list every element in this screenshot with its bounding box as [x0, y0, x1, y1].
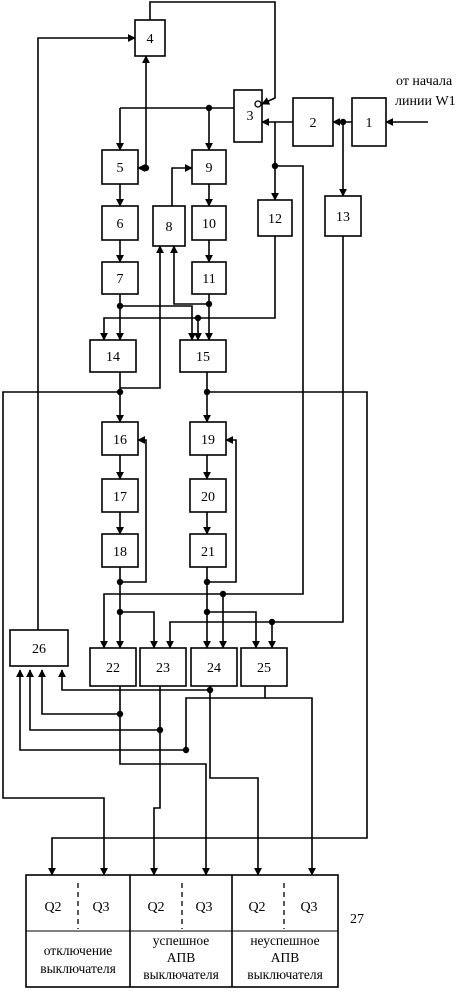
block-2: 2 [292, 97, 334, 147]
block-23-label: 23 [156, 661, 170, 676]
contact-q3-unsuccessful: Q3 [300, 900, 317, 915]
inverted-input-marker [254, 100, 262, 108]
block-12: 12 [257, 199, 293, 237]
block-24-label: 24 [207, 661, 221, 676]
connection-lines [2, 1, 428, 876]
block-21: 21 [189, 533, 227, 568]
contact-q3-disconnect: Q3 [92, 900, 109, 915]
block-12-label: 12 [268, 212, 282, 227]
block-9: 9 [191, 149, 227, 185]
panel-number: 27 [350, 912, 364, 927]
block-15: 15 [179, 339, 227, 373]
block-10: 10 [191, 205, 227, 241]
block-5-label: 5 [117, 161, 124, 176]
block-4-label: 4 [147, 32, 154, 47]
output-panel-27: Q2 Q3 Q2 Q3 Q2 Q3 отключение выключателя… [25, 874, 339, 988]
block-18-label: 18 [113, 545, 127, 560]
block-11-label: 11 [202, 272, 215, 287]
block-3-label: 3 [247, 109, 254, 124]
section-unsuccessful-line3: выключателя [247, 967, 323, 982]
block-15-label: 15 [196, 350, 210, 365]
section-successful-line1: успешное [153, 933, 210, 948]
block-11: 11 [191, 261, 227, 295]
block-22: 22 [89, 647, 137, 687]
section-successful-line3: выключателя [143, 967, 219, 982]
block-22-label: 22 [106, 661, 120, 676]
section-successful-line2: АПВ [167, 950, 196, 965]
contact-q2-disconnect: Q2 [44, 900, 61, 915]
junction-dots [116, 104, 347, 754]
section-unsuccessful-line2: АПВ [271, 950, 300, 965]
block-25: 25 [240, 647, 288, 687]
block-14: 14 [89, 339, 137, 373]
block-1: 1 [351, 97, 387, 147]
block-13-label: 13 [336, 210, 350, 225]
block-21-label: 21 [201, 545, 215, 560]
block-4: 4 [134, 19, 166, 57]
block-16: 16 [101, 421, 139, 456]
block-2-label: 2 [310, 116, 317, 131]
block-8-label: 8 [166, 220, 173, 235]
section-disconnect-line1: отключение [44, 943, 113, 958]
block-1-label: 1 [366, 116, 373, 131]
block-6-label: 6 [117, 217, 124, 232]
block-16-label: 16 [113, 433, 127, 448]
block-19: 19 [189, 421, 227, 456]
block-14-label: 14 [106, 350, 120, 365]
block-5: 5 [101, 149, 139, 185]
block-6: 6 [101, 205, 139, 241]
block-10-label: 10 [202, 217, 216, 232]
block-23: 23 [139, 647, 187, 687]
block-24: 24 [190, 647, 238, 687]
section-unsuccessful-line1: неуспешное [250, 933, 319, 948]
block-20-label: 20 [201, 490, 215, 505]
input-caption-line2: линии W1 [395, 94, 456, 109]
block-9-label: 9 [206, 161, 213, 176]
contact-q3-successful: Q3 [195, 900, 212, 915]
section-disconnect-line2: выключателя [40, 961, 116, 976]
contact-q2-successful: Q2 [147, 900, 164, 915]
block-19-label: 19 [201, 433, 215, 448]
block-17-label: 17 [113, 490, 127, 505]
block-8: 8 [152, 205, 186, 247]
input-caption-line1: от начала [396, 74, 453, 89]
block-13: 13 [324, 195, 362, 237]
contact-q2-unsuccessful: Q2 [248, 900, 265, 915]
block-20: 20 [189, 478, 227, 513]
block-25-label: 25 [257, 661, 271, 676]
block-7: 7 [101, 261, 139, 295]
block-3: 3 [233, 89, 263, 143]
block-17: 17 [101, 478, 139, 513]
block-18: 18 [101, 533, 139, 568]
block-26-label: 26 [32, 642, 46, 657]
block-26: 26 [9, 629, 69, 667]
block-7-label: 7 [117, 272, 124, 287]
